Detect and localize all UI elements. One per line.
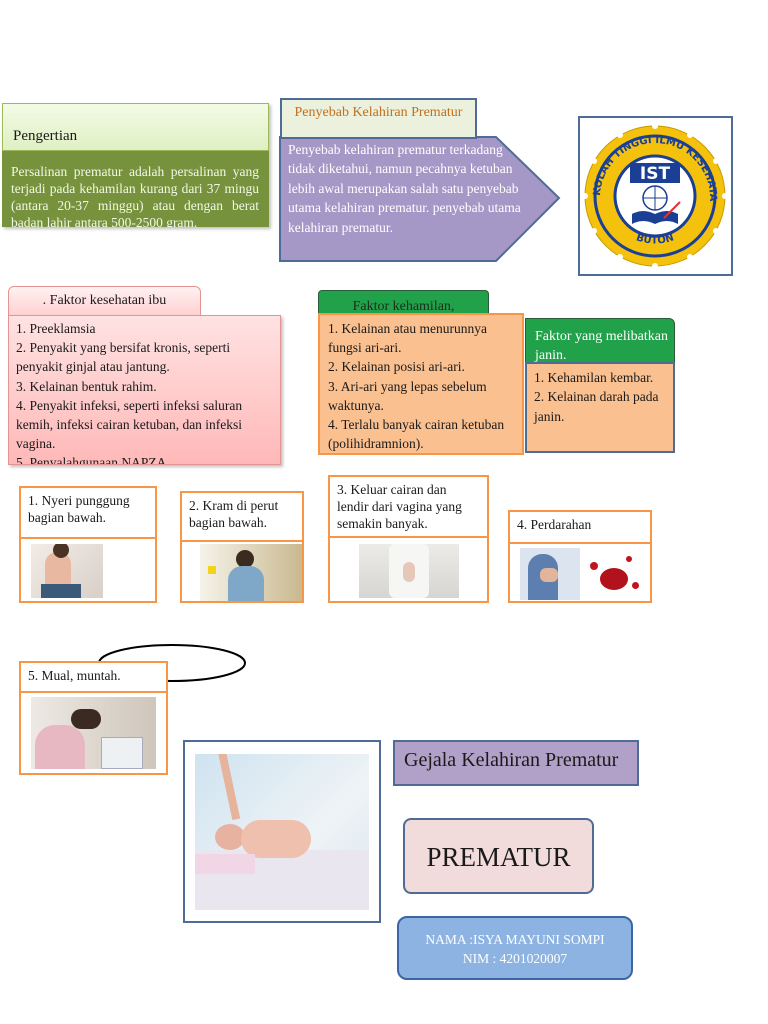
gejala-card-2-image: [180, 540, 304, 603]
gejala-card-1-image: [19, 537, 157, 603]
blood-splatter-image: [582, 548, 642, 600]
gejala-card-4-image: [508, 542, 652, 603]
gejala-card-5-text: 5. Mual, muntah.: [19, 661, 168, 693]
faktor-ibu-item: 4. Penyakit infeksi, seperti infeksi sal…: [16, 397, 243, 452]
cramp-photo: [200, 544, 302, 601]
author-box: NAMA :ISYA MAYUNI SOMPI NIM : 4201020007: [397, 916, 633, 980]
gejala-card-2-text: 2. Kram di perut bagian bawah.: [180, 491, 304, 541]
faktor-kehamilan-title: Faktor kehamilan,: [352, 299, 455, 314]
faktor-kehamilan-item: 4. Terlalu banyak cairan ketuban (polihi…: [328, 417, 505, 452]
gejala-card-label: 1. Nyeri punggung bagian bawah.: [28, 493, 130, 525]
faktor-janin-title: Faktor yang melibatkan janin.: [535, 329, 668, 363]
faktor-janin-body: 1. Kehamilan kembar. 2. Kelainan darah p…: [525, 362, 675, 453]
ist-logo: SEKOLAH TINGGI ILMU KESEHATAN BUTON IST: [576, 110, 728, 269]
penyebab-body: Penyebab kelahiran prematur terkadang ti…: [288, 140, 528, 258]
gejala-title: Gejala Kelahiran Prematur: [404, 749, 619, 771]
author-nim: NIM : 4201020007: [462, 951, 568, 966]
pengertian-text: Persalinan prematur adalah persalinan ya…: [11, 164, 259, 227]
faktor-janin-header: Faktor yang melibatkan janin.: [525, 318, 675, 364]
faktor-kehamilan-item: 1. Kelainan atau menurunnya fungsi ari-a…: [328, 321, 487, 356]
premature-baby-photo-frame: [183, 740, 381, 923]
gejala-card-1-text: 1. Nyeri punggung bagian bawah.: [19, 486, 157, 538]
faktor-kehamilan-body: 1. Kelainan atau menurunnya fungsi ari-a…: [318, 313, 524, 455]
prematur-label-box: PREMATUR: [403, 818, 594, 894]
pengertian-header: Pengertian: [2, 103, 269, 151]
faktor-ibu-item: 3. Kelainan bentuk rahim.: [16, 378, 157, 394]
gejala-card-5-image: [19, 691, 168, 775]
pengertian-title: Pengertian: [13, 128, 78, 144]
logo-bottom-text: BUTON: [635, 232, 676, 246]
faktor-ibu-title: . Faktor kesehatan ibu: [42, 293, 167, 308]
penyebab-header: Penyebab Kelahiran Prematur: [280, 98, 477, 139]
faktor-ibu-body: 1. Preeklamsia 2. Penyakit yang bersifat…: [8, 315, 281, 465]
discharge-photo: [359, 544, 459, 598]
prematur-label: PREMATUR: [426, 842, 571, 872]
gejala-card-label: 3. Keluar cairan dan lendir dari vagina …: [337, 482, 462, 531]
nausea-photo: [31, 697, 156, 769]
gejala-card-label: 2. Kram di perut bagian bawah.: [189, 498, 279, 530]
gejala-card-4-text: 4. Perdarahan: [508, 510, 652, 543]
premature-baby-photo: [195, 754, 369, 910]
faktor-ibu-header: . Faktor kesehatan ibu: [8, 286, 201, 316]
gejala-card-label: 4. Perdarahan: [517, 517, 592, 532]
faktor-kehamilan-item: 3. Ari-ari yang lepas sebelum waktunya.: [328, 378, 487, 413]
faktor-janin-item: 2. Kelainan darah pada janin.: [534, 389, 659, 424]
faktor-ibu-item: 5. Penyalahgunaan NAPZA.: [16, 455, 170, 465]
author-name: NAMA :ISYA MAYUNI SOMPI: [425, 932, 605, 947]
gejala-card-label: 5. Mual, muntah.: [28, 668, 121, 683]
penyebab-title: Penyebab Kelahiran Prematur: [294, 105, 463, 120]
gejala-card-3-image: [328, 536, 489, 603]
faktor-kehamilan-item: 2. Kelainan posisi ari-ari.: [328, 359, 465, 375]
svg-text:BUTON: BUTON: [635, 232, 676, 246]
logo-frame: SEKOLAH TINGGI ILMU KESEHATAN BUTON IST: [576, 110, 733, 276]
faktor-ibu-item: 2. Penyakit yang bersifat kronis, sepert…: [16, 340, 231, 375]
bleeding-woman-photo: [520, 548, 580, 600]
faktor-ibu-item: 1. Preeklamsia: [16, 321, 96, 336]
logo-abbr: IST: [640, 164, 671, 184]
faktor-janin-item: 1. Kehamilan kembar.: [534, 370, 654, 385]
gejala-card-3-text: 3. Keluar cairan dan lendir dari vagina …: [328, 475, 489, 537]
back-pain-photo: [31, 544, 103, 598]
gejala-title-box: Gejala Kelahiran Prematur: [393, 740, 639, 786]
pengertian-body: Persalinan prematur adalah persalinan ya…: [2, 151, 269, 227]
penyebab-text: Penyebab kelahiran prematur terkadang ti…: [288, 142, 521, 235]
